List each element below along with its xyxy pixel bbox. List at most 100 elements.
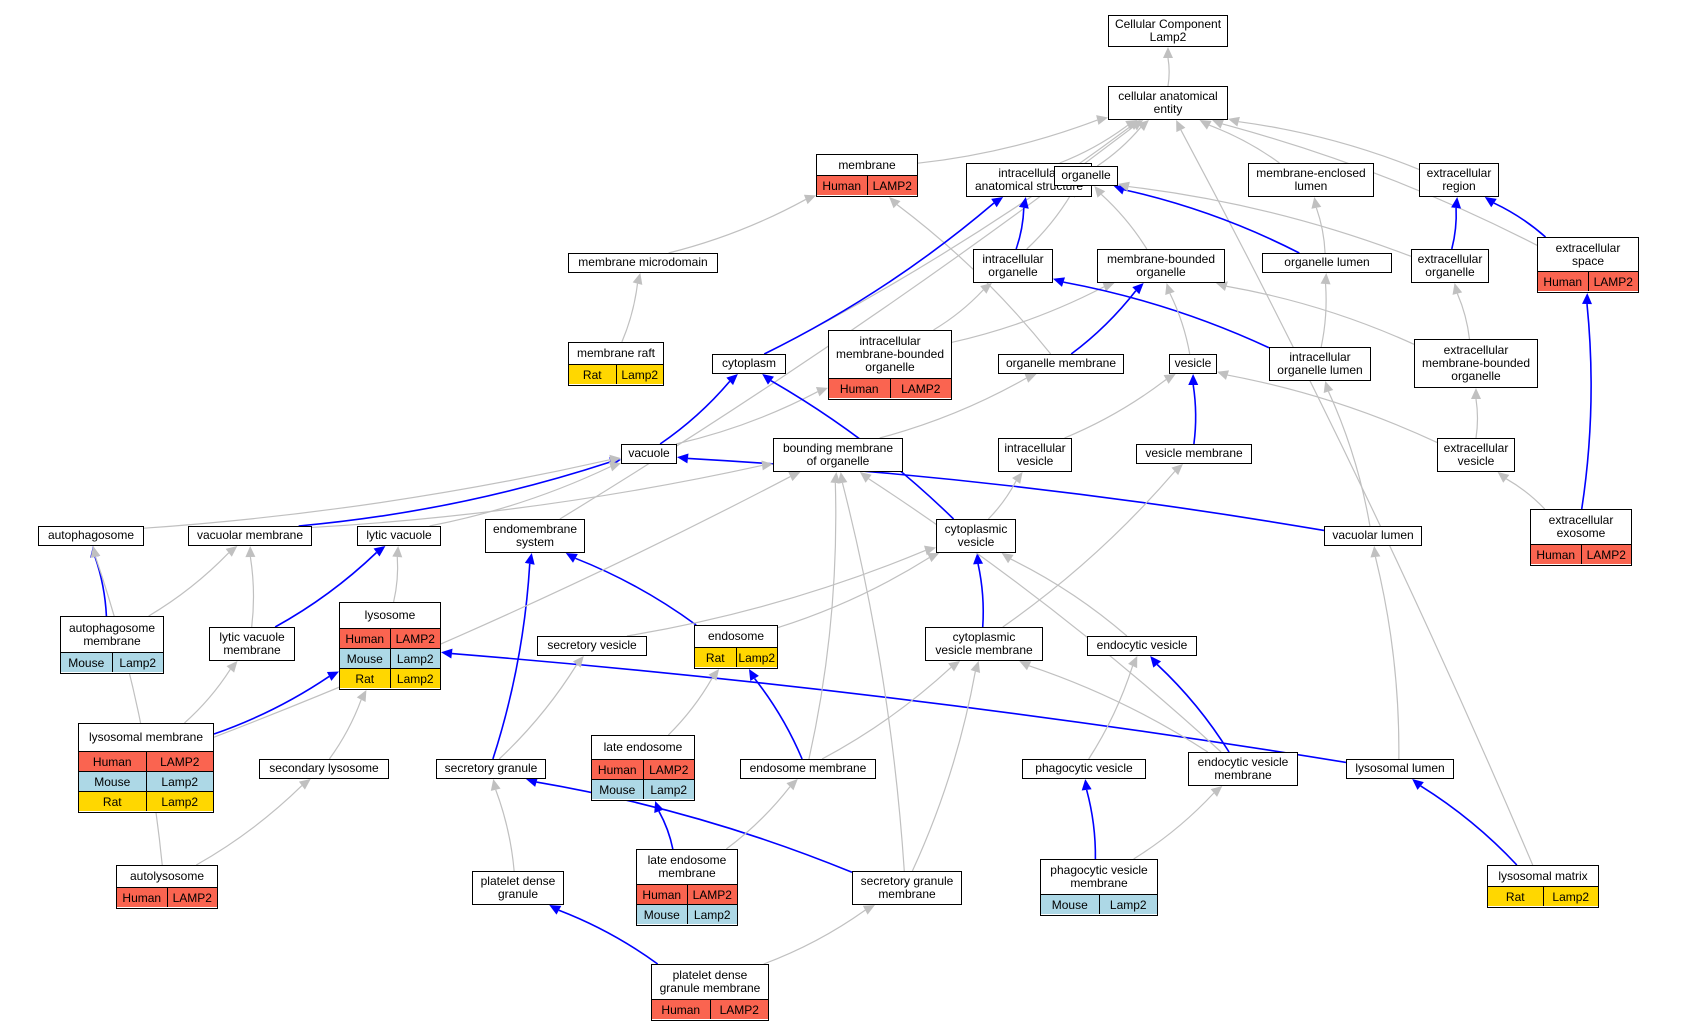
edge-arrowhead bbox=[1323, 381, 1334, 393]
go-term-bmo[interactable]: bounding membrane of organelle bbox=[773, 438, 903, 472]
go-term-vm[interactable]: vesicle membrane bbox=[1136, 444, 1252, 464]
go-term-eco[interactable]: extracellular organelle bbox=[1411, 249, 1489, 283]
go-term-io[interactable]: intracellular organelle bbox=[973, 249, 1053, 283]
edge-ecs-to-cae bbox=[1222, 123, 1538, 246]
edge-arrowhead bbox=[226, 661, 238, 673]
edge-arrowhead bbox=[1163, 374, 1176, 384]
go-term-em[interactable]: endosome membrane bbox=[740, 759, 876, 779]
term-label: cytoplasmic vesicle membrane bbox=[935, 629, 1033, 657]
edge-arrowhead bbox=[549, 905, 562, 915]
go-term-lv[interactable]: lytic vacuole bbox=[357, 526, 441, 546]
term-label: lytic vacuole membrane bbox=[219, 629, 285, 657]
term-label: organelle lumen bbox=[1284, 255, 1370, 270]
go-term-cv[interactable]: cytoplasmic vesicle bbox=[936, 519, 1016, 553]
go-term-vacm[interactable]: vacuolar membrane bbox=[188, 526, 312, 546]
go-term-lvm[interactable]: lytic vacuole membrane bbox=[209, 627, 295, 661]
edge-cvm-to-cv bbox=[977, 563, 985, 628]
go-term-mel[interactable]: membrane-enclosed lumen bbox=[1248, 163, 1374, 197]
go-term-vesicle[interactable]: vesicle bbox=[1169, 354, 1217, 374]
go-term-evm[interactable]: endocytic vesicle membrane bbox=[1188, 752, 1298, 786]
edge-arrowhead bbox=[761, 460, 773, 471]
go-term-om[interactable]: organelle membrane bbox=[998, 354, 1124, 374]
edge-arrowhead bbox=[1018, 197, 1029, 209]
go-term-ias[interactable]: intracellular anatomical structure bbox=[966, 163, 1092, 197]
gene-cell: Lamp2 bbox=[389, 649, 440, 669]
go-term-ems[interactable]: endomembrane system bbox=[485, 519, 585, 553]
edge-arrowhead bbox=[748, 669, 759, 682]
edge-arrowhead bbox=[803, 194, 816, 205]
gene-cell: LAMP2 bbox=[709, 1000, 768, 1020]
edge-ol-to-mel bbox=[1315, 207, 1326, 254]
edge-endosome-to-cv bbox=[777, 557, 930, 629]
species-cell: Rat bbox=[569, 365, 616, 385]
term-label: lytic vacuole bbox=[366, 528, 432, 543]
species-cell: Rat bbox=[1488, 887, 1543, 907]
go-term-ol[interactable]: organelle lumen bbox=[1262, 253, 1392, 273]
edge-vacuole-to-cytoplasm bbox=[659, 380, 731, 445]
edge-autophagosome-to-vacuole bbox=[143, 459, 611, 529]
term-label: secretory vesicle bbox=[547, 638, 637, 653]
edge-arrowhead bbox=[1311, 197, 1322, 209]
go-term-mbo[interactable]: membrane-bounded organelle bbox=[1097, 249, 1225, 283]
term-label: organelle membrane bbox=[1005, 356, 1117, 371]
edge-lmx-to-cae bbox=[1180, 129, 1534, 866]
go-term-iv[interactable]: intracellular vesicle bbox=[998, 438, 1072, 472]
go-term-pdg[interactable]: platelet dense granule bbox=[472, 871, 564, 905]
term-label: secondary lysosome bbox=[269, 761, 379, 776]
term-label: intracellular organelle lumen bbox=[1277, 349, 1363, 377]
edge-arrowhead bbox=[525, 777, 538, 787]
go-term-ecmbo[interactable]: extracellular membrane-bounded organelle bbox=[1414, 339, 1538, 388]
go-term-cvm[interactable]: cytoplasmic vesicle membrane bbox=[925, 627, 1043, 661]
go-term-organelle[interactable]: organelle bbox=[1054, 166, 1118, 186]
go-term-cae[interactable]: cellular anatomical entity bbox=[1108, 86, 1228, 120]
go-term-pv[interactable]: phagocytic vesicle bbox=[1022, 759, 1146, 779]
edge-lem-to-em bbox=[725, 786, 791, 850]
edge-vacm-to-bmo bbox=[311, 464, 763, 529]
edge-ecv-to-ecmbo bbox=[1475, 398, 1479, 439]
go-term-vl[interactable]: vacuolar lumen bbox=[1324, 526, 1422, 546]
edge-arrowhead bbox=[1150, 656, 1162, 668]
go-term-imbo[interactable]: intracellular membrane-bounded organelle… bbox=[828, 330, 952, 400]
edge-iol-to-ol bbox=[1320, 283, 1327, 348]
edge-arrowhead bbox=[830, 472, 841, 484]
go-term-root[interactable]: Cellular Component Lamp2 bbox=[1108, 15, 1228, 47]
go-term-ecr[interactable]: extracellular region bbox=[1419, 163, 1499, 197]
go-term-sl[interactable]: secondary lysosome bbox=[259, 759, 389, 779]
go-term-mmd[interactable]: membrane microdomain bbox=[568, 253, 718, 273]
go-term-sv[interactable]: secretory vesicle bbox=[537, 636, 647, 656]
edge-arrowhead bbox=[815, 387, 828, 397]
go-term-autophagosome[interactable]: autophagosome bbox=[38, 526, 144, 546]
go-term-ll[interactable]: lysosomal lumen bbox=[1346, 759, 1454, 779]
edge-pvm-to-evm bbox=[1133, 792, 1215, 860]
go-term-iol[interactable]: intracellular organelle lumen bbox=[1269, 347, 1371, 381]
go-term-cytoplasm[interactable]: cytoplasm bbox=[712, 354, 786, 374]
term-label: extracellular vesicle bbox=[1443, 440, 1509, 468]
species-cell: Mouse bbox=[1041, 895, 1099, 915]
edge-arrowhead bbox=[1199, 120, 1212, 130]
go-term-endv[interactable]: endocytic vesicle bbox=[1087, 636, 1197, 656]
term-label: membrane bbox=[838, 157, 896, 172]
go-term-vacuole[interactable]: vacuole bbox=[621, 444, 677, 464]
go-term-sgm[interactable]: secretory granule membrane bbox=[852, 871, 962, 905]
go-term-sg[interactable]: secretory granule bbox=[436, 759, 546, 779]
species-cell: Mouse bbox=[79, 772, 146, 792]
species-cell: Human bbox=[652, 1000, 710, 1020]
go-term-ecv[interactable]: extracellular vesicle bbox=[1437, 438, 1515, 472]
edge-eco-to-ecr bbox=[1451, 207, 1458, 250]
